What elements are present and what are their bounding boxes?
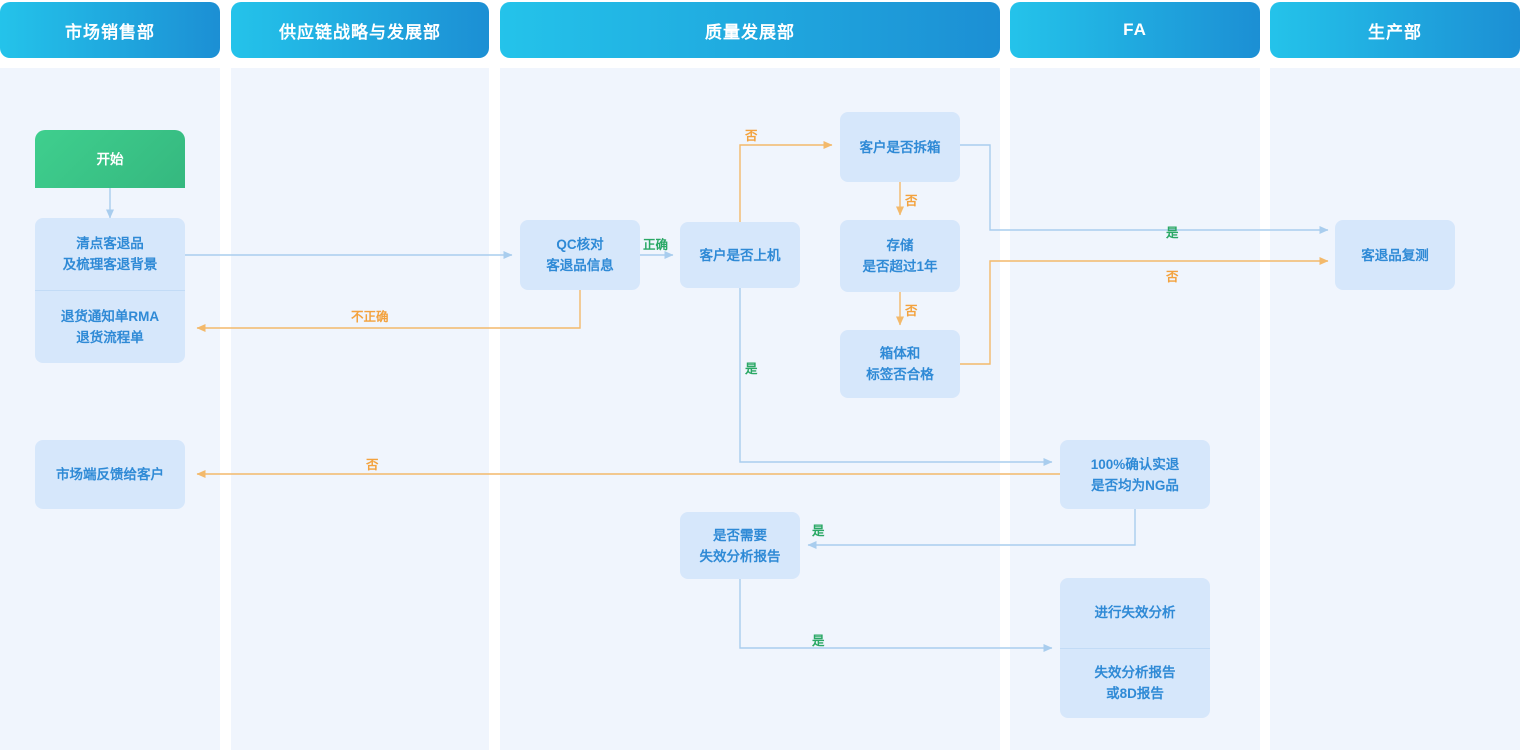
edge-label-incorrect: 不正确	[351, 310, 389, 324]
node-start[interactable]: 开始	[35, 130, 185, 188]
edge-used-yes-to-confirm	[739, 288, 1053, 466]
node-label-line: 市场端反馈给客户	[56, 467, 164, 482]
node-customer-unboxed[interactable]: 客户是否拆箱	[840, 112, 960, 182]
lane-header-quality[interactable]: 质量发展部	[500, 2, 1000, 58]
lane-title: FA	[1123, 20, 1147, 39]
node-label-line: 或8D报告	[1106, 686, 1164, 702]
edge-label-yes-used: 是	[745, 362, 758, 376]
edge-unbox-yes-to-retest	[960, 144, 1329, 234]
node-label-line: 及梳理客退背景	[62, 257, 158, 272]
node-label-line: 失效分析报告	[1094, 665, 1176, 681]
edge-used-no-to-unbox	[739, 141, 833, 222]
edge-needfa-yes-to-dofa	[739, 579, 1053, 652]
node-rma[interactable]: 退货通知单RMA 退货流程单	[35, 290, 185, 363]
node-box-and-label[interactable]: 箱体和 标签否合格	[840, 330, 960, 398]
node-label-line: QC核对	[556, 237, 604, 252]
node-need-fa-report[interactable]: 是否需要 失效分析报告	[680, 512, 800, 579]
node-confirm-ng[interactable]: 100%确认实退 是否均为NG品	[1060, 440, 1210, 509]
lane-bg-prod	[1270, 68, 1520, 750]
node-label-line: 进行失效分析	[1094, 605, 1176, 621]
edge-label-no-unbox: 否	[745, 129, 758, 143]
node-label: 开始	[96, 151, 124, 167]
node-label-line: 标签否合格	[866, 367, 934, 382]
node-label-line: 清点客退品	[76, 236, 144, 251]
edge-label-yes-dofa: 是	[812, 634, 825, 648]
edge-label-no-storage: 否	[905, 194, 918, 208]
node-label-line: 是否超过1年	[862, 259, 938, 274]
lane-title: 质量发展部	[705, 22, 795, 42]
lane-title: 供应链战略与发展部	[279, 22, 441, 42]
node-label-line: 100%确认实退	[1090, 456, 1180, 472]
edge-qc-incorrect-to-rma	[196, 290, 581, 332]
node-label-line: 客退品信息	[546, 258, 614, 273]
node-count-and-rma[interactable]: 清点客退品 及梳理客退背景 退货通知单RMA 退货流程单	[35, 218, 185, 363]
node-fa-group[interactable]: 进行失效分析 失效分析报告 或8D报告	[1060, 578, 1210, 718]
node-label-line: 是否需要	[713, 527, 767, 543]
edge-label-no-boxlabel: 否	[905, 304, 918, 318]
node-storage-over-1year[interactable]: 存储 是否超过1年	[840, 220, 960, 292]
node-qc-check[interactable]: QC核对 客退品信息	[520, 220, 640, 290]
lane-bg-supply	[231, 68, 489, 750]
node-do-fa[interactable]: 进行失效分析	[1060, 578, 1210, 648]
node-label-line: 客退品复测	[1361, 247, 1429, 263]
node-label-line: 失效分析报告	[699, 548, 781, 564]
node-label-line: 客户是否拆箱	[859, 139, 941, 155]
edge-label-yes-retest: 是	[1166, 226, 1179, 240]
node-count-goods[interactable]: 清点客退品 及梳理客退背景	[35, 218, 185, 290]
lane-title: 市场销售部	[65, 22, 155, 42]
lane-header-prod[interactable]: 生产部	[1270, 2, 1520, 58]
node-retest[interactable]: 客退品复测	[1335, 220, 1455, 290]
node-fa-report[interactable]: 失效分析报告 或8D报告	[1060, 647, 1210, 719]
node-label-line: 箱体和	[879, 346, 921, 361]
lane-header-market[interactable]: 市场销售部	[0, 2, 220, 58]
edge-label-no-retest: 否	[1166, 270, 1179, 284]
node-label-line: 客户是否上机	[699, 247, 781, 263]
node-label-line: 退货流程单	[76, 330, 144, 345]
edge-confirm-yes-to-needfa	[807, 509, 1136, 549]
node-label-line: 存储	[886, 238, 914, 253]
edge-boxlabel-no-to-retest	[960, 257, 1329, 365]
lane-title: 生产部	[1368, 22, 1422, 42]
edge-label-no-feedback: 否	[366, 458, 379, 472]
node-label-line: 是否均为NG品	[1091, 477, 1179, 493]
node-market-feedback[interactable]: 市场端反馈给客户	[35, 440, 185, 509]
node-customer-used[interactable]: 客户是否上机	[680, 222, 800, 288]
lane-header-supply[interactable]: 供应链战略与发展部	[231, 2, 489, 58]
edge-label-yes-needfa: 是	[812, 524, 825, 538]
edge-label-correct: 正确	[643, 238, 669, 252]
lane-header-fa[interactable]: FA	[1010, 2, 1260, 58]
node-label-line: 退货通知单RMA	[60, 309, 160, 324]
